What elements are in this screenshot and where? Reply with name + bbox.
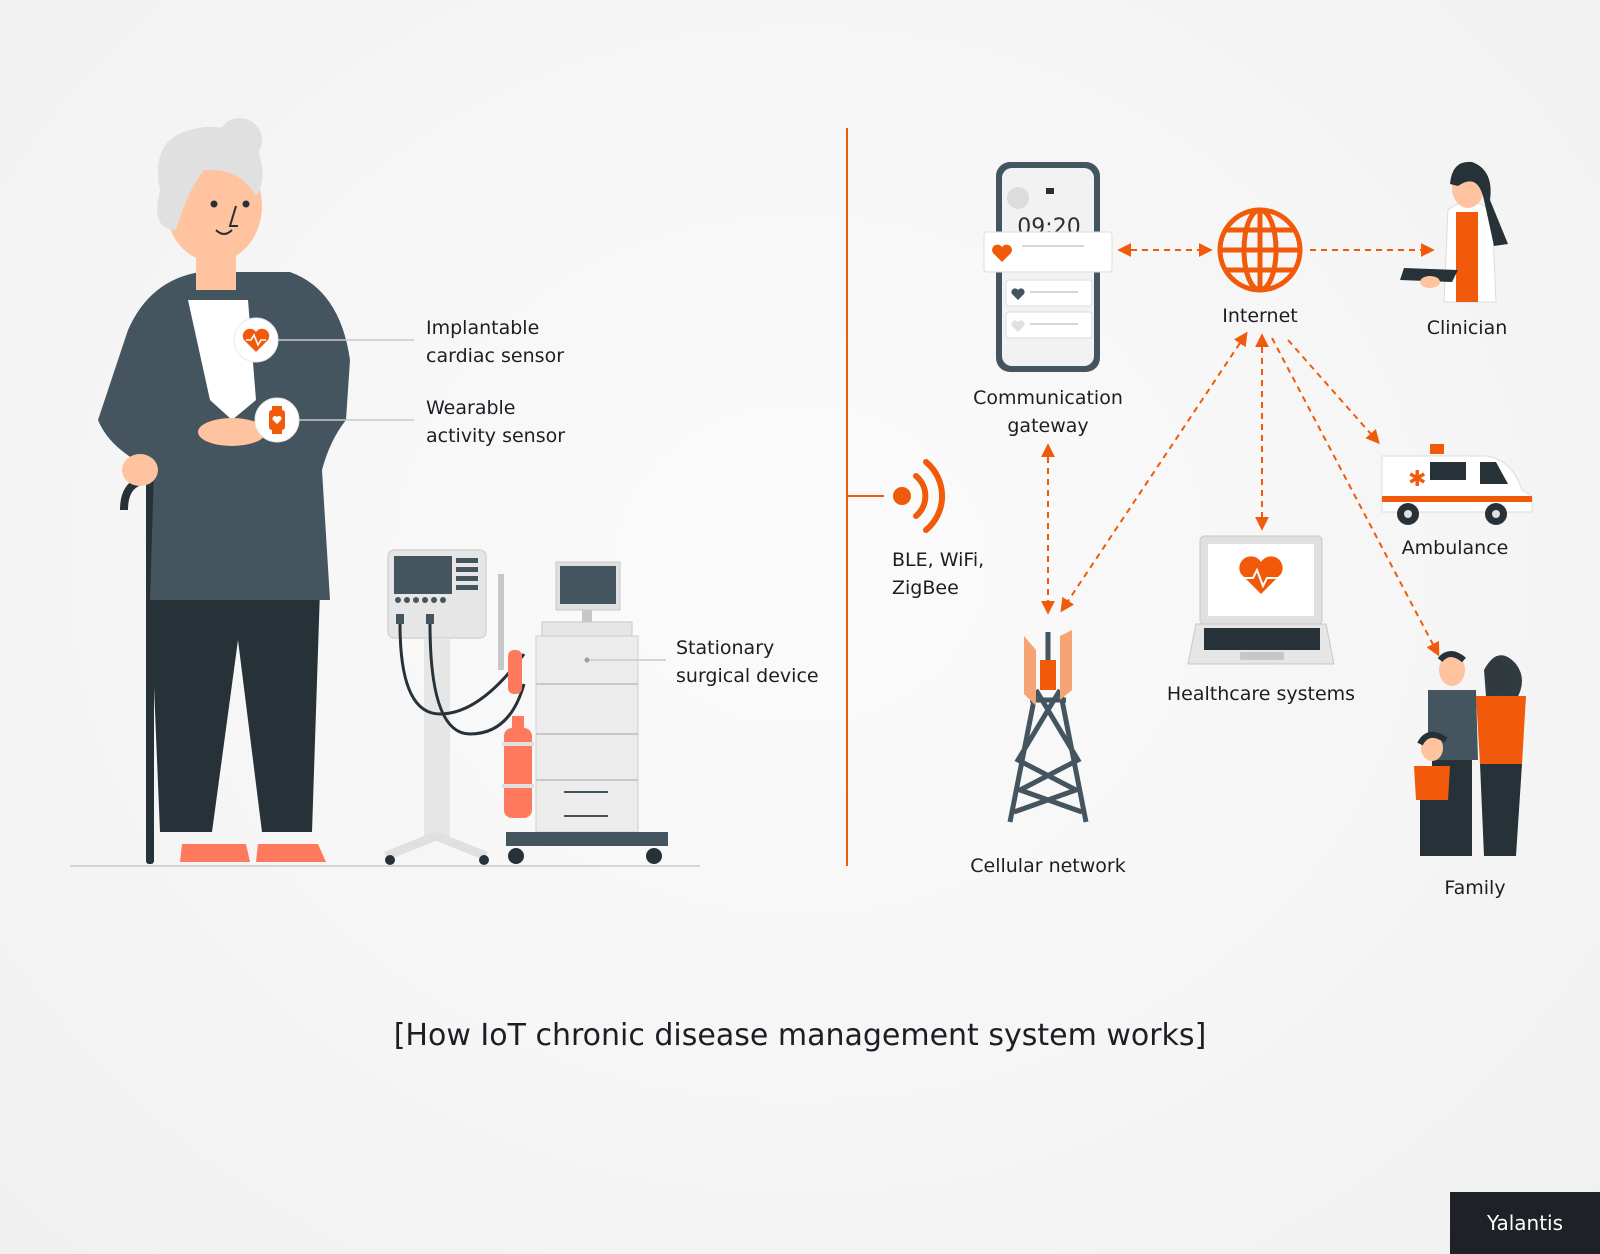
internet-label: Internet bbox=[1222, 305, 1298, 327]
stationary-label-line1: Stationary bbox=[676, 637, 775, 659]
heart-sensor-icon bbox=[233, 317, 279, 363]
wearable-label-line2: activity sensor bbox=[426, 425, 566, 447]
ventilator-device-illustration bbox=[384, 549, 526, 865]
healthcare-systems-label: Healthcare systems bbox=[1166, 683, 1356, 705]
implantable-sensor-label: Implantable cardiac sensor bbox=[426, 314, 564, 370]
clinician-label: Clinician bbox=[1426, 317, 1508, 339]
laptop-healthcare-illustration bbox=[1187, 535, 1335, 665]
family-label: Family bbox=[1444, 877, 1506, 899]
surgical-cart-illustration bbox=[506, 561, 668, 864]
gateway-label-line2: gateway bbox=[1007, 415, 1089, 437]
wearable-sensor-label: Wearable activity sensor bbox=[426, 394, 565, 450]
connection-arrows bbox=[1041, 243, 1440, 657]
svg-text:✱: ✱ bbox=[1408, 467, 1426, 492]
gateway-label-line1: Communication bbox=[973, 387, 1123, 409]
wireless-signal-icon bbox=[893, 459, 945, 533]
stationary-label-line2: surgical device bbox=[676, 665, 819, 687]
clinician-illustration bbox=[1400, 161, 1508, 303]
elderly-patient-illustration bbox=[98, 118, 350, 864]
arrow-internet-ambulance bbox=[1287, 339, 1380, 445]
gateway-label: Communication gateway bbox=[948, 384, 1148, 440]
wearable-label-line1: Wearable bbox=[426, 397, 516, 419]
implantable-label-line2: cardiac sensor bbox=[426, 345, 565, 367]
globe-internet-icon bbox=[1217, 207, 1303, 293]
smartwatch-sensor-icon bbox=[254, 397, 300, 443]
wireless-label-line1: BLE, WiFi, bbox=[892, 549, 985, 571]
ambulance-illustration: ✱ bbox=[1381, 444, 1533, 525]
family-illustration bbox=[1414, 651, 1526, 856]
ambulance-label: Ambulance bbox=[1401, 537, 1509, 559]
implantable-label-line1: Implantable bbox=[426, 317, 540, 339]
arrow-internet-family bbox=[1271, 337, 1440, 657]
smartphone-gateway-illustration: 09:20 bbox=[983, 162, 1113, 372]
arrow-internet-cellular bbox=[1060, 331, 1248, 613]
cellular-network-label: Cellular network bbox=[970, 855, 1126, 877]
brand-logo: Yalantis bbox=[1450, 1192, 1600, 1254]
diagram-caption: [How IoT chronic disease management syst… bbox=[393, 1018, 1207, 1053]
wireless-label-line2: ZigBee bbox=[892, 577, 959, 599]
oxygen-tank-illustration bbox=[502, 716, 534, 818]
stationary-device-label: Stationary surgical device bbox=[676, 634, 819, 690]
cell-tower-illustration bbox=[1007, 630, 1089, 823]
wireless-protocols-label: BLE, WiFi, ZigBee bbox=[892, 546, 984, 602]
